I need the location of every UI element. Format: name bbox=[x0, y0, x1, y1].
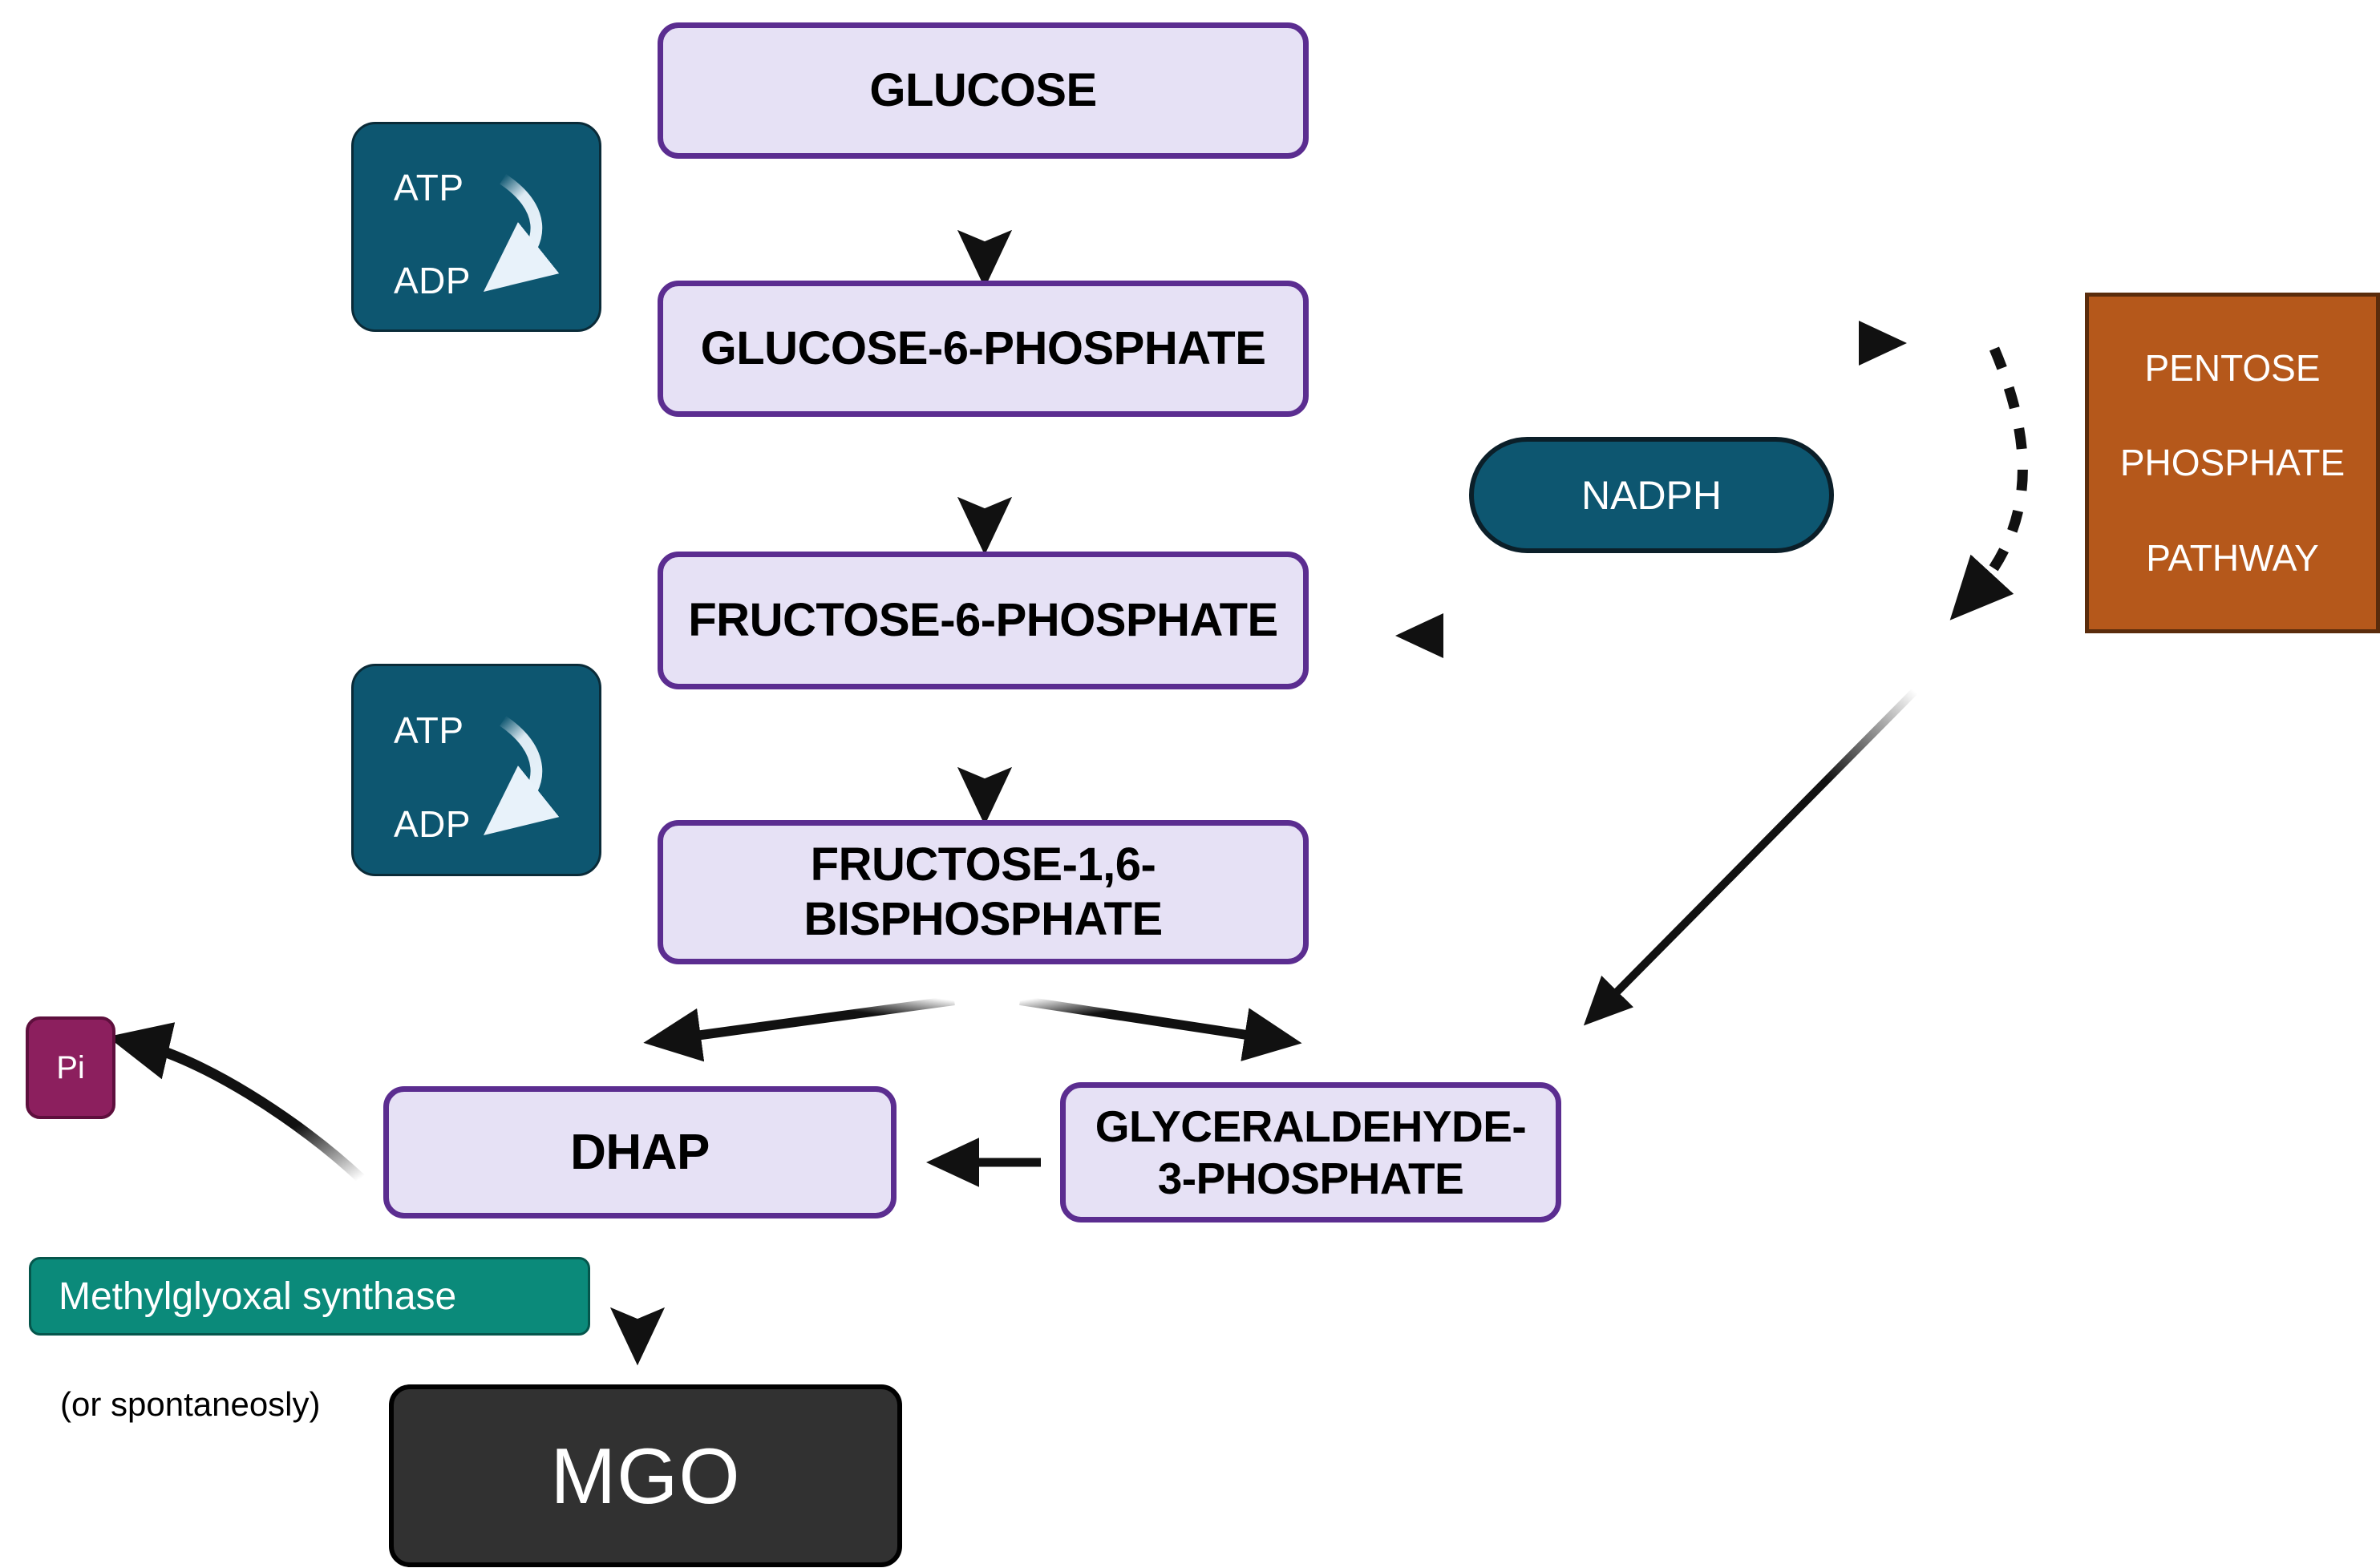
cofactor-pfk-curved-arrow-icon bbox=[483, 716, 560, 836]
arrow-ppp-recycle-dashed bbox=[1949, 346, 2028, 620]
cofactor-nadph[interactable]: NADPH bbox=[1469, 437, 1834, 553]
cofactor-box-pfk-atp-adp[interactable]: ATP ADP bbox=[351, 664, 601, 876]
cofactor-hexokinase-adp-label: ADP bbox=[394, 260, 472, 301]
metabolite-fructose-1-6-bisphosphate[interactable]: FRUCTOSE-1,6- BISPHOSPHATE bbox=[658, 820, 1309, 964]
cofactor-nadph-label: NADPH bbox=[1581, 472, 1722, 518]
metabolite-glucose-6-phosphate[interactable]: GLUCOSE-6-PHOSPHATE bbox=[658, 281, 1309, 417]
enzyme-methylglyoxal-synthase[interactable]: Methylglyoxal synthase bbox=[29, 1257, 590, 1336]
metabolite-glucose-label: GLUCOSE bbox=[869, 63, 1097, 116]
ppp-line-1: PENTOSE bbox=[2144, 347, 2321, 390]
product-mgo[interactable]: MGO bbox=[389, 1384, 902, 1567]
metabolite-g6p-label: GLUCOSE-6-PHOSPHATE bbox=[700, 321, 1266, 374]
metabolite-gap-label-line1: GLYCERALDEHYDE- bbox=[1095, 1101, 1527, 1151]
ppp-line-2: PHOSPHATE bbox=[2119, 442, 2346, 484]
ppp-line-3: PATHWAY bbox=[2146, 536, 2319, 579]
cofactor-pfk-adp-label: ADP bbox=[394, 803, 472, 845]
metabolite-gap-label-line2: 3-PHOSPHATE bbox=[1157, 1153, 1464, 1203]
metabolite-glucose[interactable]: GLUCOSE bbox=[658, 22, 1309, 159]
metabolite-f16bp-label-line2: BISPHOSPHATE bbox=[803, 893, 1163, 945]
cofactor-pi-label: Pi bbox=[56, 1049, 85, 1085]
metabolite-fructose-6-phosphate[interactable]: FRUCTOSE-6-PHOSPHATE bbox=[658, 552, 1309, 689]
enzyme-spontaneous-note: (or spontaneosly) bbox=[60, 1385, 321, 1424]
metabolite-dhap[interactable]: DHAP bbox=[383, 1086, 897, 1218]
arrow-ppp-to-gap bbox=[1583, 688, 1918, 1026]
metabolite-f6p-label: FRUCTOSE-6-PHOSPHATE bbox=[688, 593, 1278, 646]
enzyme-spontaneous-note-text: (or spontaneosly) bbox=[60, 1385, 321, 1423]
cofactor-pfk-atp-label: ATP bbox=[394, 709, 464, 751]
cofactor-hexokinase-curved-arrow-icon bbox=[483, 174, 560, 292]
metabolite-glyceraldehyde-3-phosphate[interactable]: GLYCERALDEHYDE- 3-PHOSPHATE bbox=[1060, 1082, 1561, 1222]
metabolite-dhap-label: DHAP bbox=[570, 1124, 710, 1180]
cofactor-hexokinase-atp-label: ATP bbox=[394, 167, 464, 208]
arrow-f16bp-to-dhap bbox=[643, 996, 955, 1062]
arrow-dhap-to-pi bbox=[107, 1022, 365, 1182]
arrow-f16bp-to-gap bbox=[1019, 996, 1302, 1061]
cofactor-box-hexokinase-atp-adp[interactable]: ATP ADP bbox=[351, 122, 601, 332]
product-mgo-label: MGO bbox=[550, 1431, 741, 1520]
cofactor-pi[interactable]: Pi bbox=[26, 1016, 115, 1119]
enzyme-methylglyoxal-synthase-label: Methylglyoxal synthase bbox=[59, 1275, 457, 1318]
metabolite-f16bp-label-line1: FRUCTOSE-1,6- bbox=[810, 838, 1156, 891]
pentose-phosphate-pathway-box[interactable]: PENTOSE PHOSPHATE PATHWAY bbox=[2085, 293, 2380, 633]
